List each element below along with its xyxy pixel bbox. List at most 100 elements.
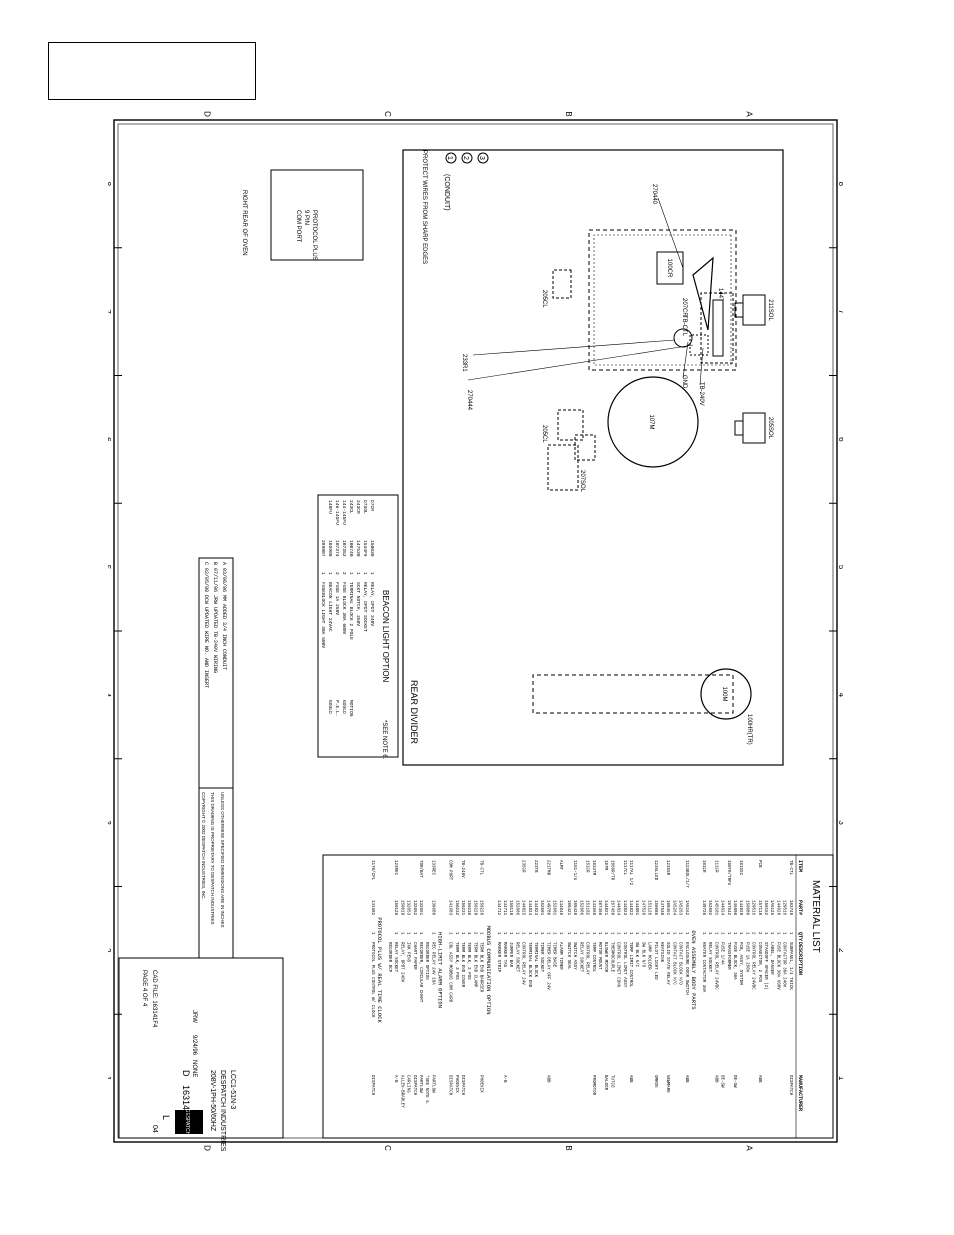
- beacon-table-title: BEACON LIGHT OPTION: [381, 590, 390, 683]
- material-cell: TEMP CONTROL: [591, 942, 595, 973]
- material-cell: 103748: [788, 900, 792, 916]
- material-cell: 107M: [603, 860, 607, 871]
- solenoid-211sol: [742, 294, 766, 326]
- material-cell: DISPATCH: [448, 1075, 452, 1096]
- material-cell: ABB: [757, 1075, 761, 1083]
- leader-233r1: [472, 339, 676, 356]
- drawing-title-1: LCC1-51N-3: [229, 1070, 236, 1109]
- material-cell: 146800: [732, 900, 736, 916]
- tolerance-note: UNLESS OTHERWISE SPECIFIED DIMENSIONS AR…: [220, 792, 225, 927]
- material-cell: DE-SW: [720, 1075, 724, 1088]
- beacon-cell: FUSE 1A 250V: [334, 582, 340, 615]
- material-cell: RECORDER DCP: [387, 942, 391, 973]
- material-cell: LABEL, DANGER: [769, 942, 773, 975]
- zone-col-label-right: C: [383, 1145, 392, 1151]
- material-cell: 1: [726, 932, 730, 935]
- material-cell: 1: [370, 932, 374, 935]
- drawing-sheet: 8877665544332211AABBCCDD 1 2 3 (CONDUIT)…: [103, 110, 846, 1152]
- material-cell: 144711: [502, 900, 506, 916]
- zone-col-label-left: A: [745, 111, 754, 117]
- material-section-heading: PROTOCOL PLUS W/ REAL TIME CLOCK: [376, 917, 383, 1023]
- material-cell: 1: [738, 932, 742, 935]
- material-cell: 100TR/TRFU: [726, 860, 731, 886]
- material-cell: 1: [502, 932, 506, 935]
- material-cell: 1: [622, 932, 626, 935]
- drawing-title-3: 208V-1PH-50/60HZ: [209, 1070, 216, 1132]
- material-cell: 150152: [763, 900, 767, 916]
- material-cell: JUMPER BAR: [508, 942, 512, 968]
- material-cell: SOLID STATE RELAY: [665, 942, 669, 985]
- leader-270444: [467, 344, 694, 381]
- material-cell: 1A5162: [684, 900, 688, 916]
- callout-3: 3: [478, 156, 485, 160]
- blower-motor-107m: [607, 376, 699, 468]
- material-cell: SWITCH ASSY: [572, 942, 576, 970]
- zone-row-label-bottom: 6: [108, 437, 112, 442]
- material-cell: 107542: [726, 900, 730, 916]
- material-cell: TUTCO: [609, 1075, 613, 1088]
- material-cell: 1: [585, 932, 589, 935]
- copyright-note: COPYRIGHT © 2002 DESPATCH INDUSTRIES, IN…: [201, 792, 207, 900]
- material-cell: 151CR: [585, 860, 589, 873]
- beacon-cell: 103980: [327, 540, 333, 557]
- material-cell: 150019: [399, 900, 403, 916]
- material-cell: 235CR: [521, 860, 525, 873]
- block-207sol: [547, 444, 579, 491]
- sheet-code: 04: [151, 1125, 158, 1133]
- company-logo: [175, 1110, 203, 1134]
- beacon-cell: 1: [355, 572, 361, 575]
- material-cell: 2: [751, 932, 755, 935]
- zone-row-label-bottom: 2: [108, 948, 112, 953]
- drawn-date: 9/24/96: [191, 1035, 197, 1056]
- material-cell: 1A5264: [671, 900, 675, 916]
- solenoid-211sol-stem: [734, 302, 744, 318]
- material-cell: CARLING: [406, 1075, 410, 1093]
- material-cell: 150085: [653, 900, 657, 916]
- material-cell: 1: [479, 932, 483, 935]
- material-cell: MARKER STRIP: [496, 942, 500, 973]
- com-port-area: [270, 169, 364, 261]
- material-header-cell: MANUFACTURER: [797, 1075, 803, 1111]
- drawing-svg: 8877665544332211AABBCCDD 1 2 3 (CONDUIT)…: [103, 111, 846, 1152]
- material-cell: PILOT LIGHT LED: [653, 942, 657, 980]
- material-cell: 1: [572, 932, 576, 935]
- label-205sol: 205SOL: [767, 417, 773, 440]
- material-cell: CBL ASSY MODBUS COM CARD: [448, 942, 452, 1003]
- material-cell: 1: [539, 932, 543, 935]
- material-cell: INK PENS: [406, 942, 410, 963]
- material-cell: 133REC: [430, 860, 434, 876]
- material-cell: 1: [591, 932, 595, 935]
- material-cell: 1: [665, 932, 669, 935]
- beacon-table-border: [317, 494, 399, 758]
- material-cell: 1: [514, 932, 518, 935]
- material-cell: 144829: [738, 900, 742, 916]
- material-rows: ITEMPART#QTYDESCRIPTIONMANUFACTURERTB-CT…: [370, 855, 803, 1138]
- solenoid-205sol: [742, 412, 766, 444]
- material-cell: 123REC: [393, 860, 397, 876]
- material-cell: 1: [640, 932, 644, 935]
- blank-header-box: [48, 42, 256, 100]
- material-cell: 4: [466, 932, 470, 935]
- material-cell: MARKER TAG: [502, 942, 506, 968]
- material-cell: FUSE BLOCK 30A 600V: [775, 942, 779, 990]
- material-cell: 141560: [591, 900, 595, 916]
- material-cell: 144823: [622, 900, 626, 916]
- material-cell: CHART PAPER: [412, 942, 416, 970]
- material-cell: 1: [744, 932, 748, 935]
- material-cell: DISPATCH: [788, 1075, 792, 1096]
- right-rear-note: RIGHT REAR OF OVEN: [241, 190, 247, 256]
- material-cell: 1: [763, 932, 767, 935]
- beacon-cell: 1: [348, 572, 354, 575]
- beacon-cell: 107353: [341, 540, 347, 557]
- zone-row-label-bottom: 8: [108, 182, 112, 187]
- material-cell: TB-CTL: [479, 860, 483, 876]
- beacon-cell: 2: [341, 572, 347, 575]
- material-cell: 1: [678, 932, 682, 935]
- material-cell: TIMER SOCKET: [539, 942, 543, 973]
- zone-row-label-bottom: 1: [108, 1076, 112, 1081]
- material-cell: 1151-1/6: [572, 860, 577, 881]
- conduit-callouts: 1 2 3: [445, 152, 489, 164]
- label-100cr: 100CR: [666, 259, 672, 278]
- material-cell: CONTROL RELAY 24VDC: [751, 942, 755, 990]
